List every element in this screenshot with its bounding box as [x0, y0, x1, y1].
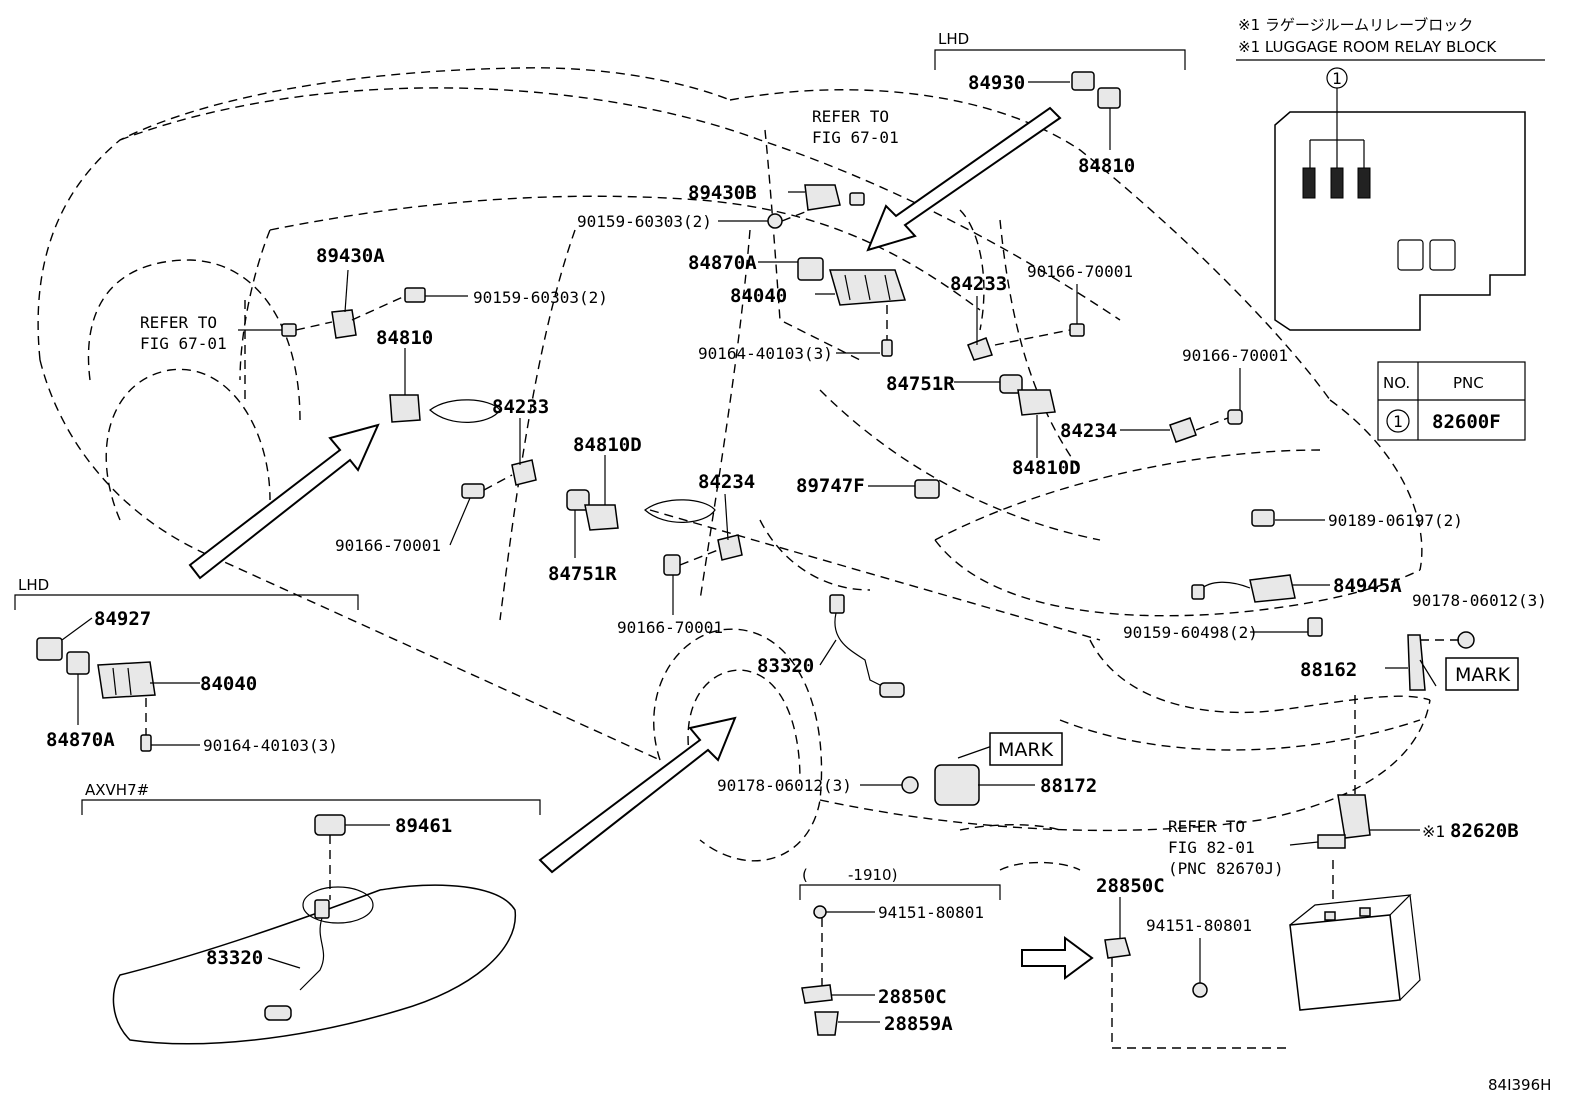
label-84930: 84930	[968, 72, 1025, 94]
relay-block-title-en: ※1 LUGGAGE ROOM RELAY BLOCK	[1238, 38, 1497, 56]
label-90166-70001-a: 90166-70001	[1027, 262, 1133, 281]
label-84945A: 84945A	[1333, 575, 1402, 597]
arrow-right-battery	[1021, 936, 1094, 980]
label-88172: 88172	[1040, 775, 1097, 797]
axvh7-label: AXVH7#	[85, 781, 149, 799]
refer-fig82: REFER TO FIG 82-01 (PNC 82670J)	[1168, 817, 1284, 878]
pnc-col-no: NO.	[1383, 374, 1410, 392]
label-90164-40103-left: 90164-40103(3)	[203, 736, 338, 755]
label-84751R-right: 84751R	[886, 373, 955, 395]
pointer-arrows	[188, 106, 1094, 980]
label-84751R-left: 84751R	[548, 563, 617, 585]
label-90159-60303-left: 90159-60303(2)	[473, 288, 608, 307]
label-90166-70001-d: 90166-70001	[617, 618, 723, 637]
group-brackets	[14, 49, 1186, 900]
label-84233-left: 84233	[492, 396, 549, 418]
label-83320-car: 83320	[757, 655, 814, 677]
arrow-bottom-up	[538, 716, 737, 874]
svg-text:MARK: MARK	[998, 739, 1054, 761]
label-90159-60303-top: 90159-60303(2)	[577, 212, 712, 231]
label-83320-tank: 83320	[206, 947, 263, 969]
relay-block-title-jp: ※1 ラゲージルームリレーブロック	[1238, 16, 1473, 34]
car-body-outline	[37, 67, 1431, 871]
label-94151-80801-a: 94151-80801	[878, 903, 984, 922]
pnc-table: NO. PNC 1 82600F	[1377, 361, 1526, 441]
label-89430A: 89430A	[316, 245, 385, 267]
label-84040-top: 84040	[730, 285, 787, 307]
label-84234-left: 84234	[698, 471, 755, 493]
label-90166-70001-b: 90166-70001	[1182, 346, 1288, 365]
label-88162: 88162	[1300, 659, 1357, 681]
svg-text:FIG 67-01: FIG 67-01	[140, 334, 227, 353]
label-84234-right: 84234	[1060, 420, 1117, 442]
label-90178-06012-left: 90178-06012(3)	[717, 776, 852, 795]
refer-fig67-left: REFER TO FIG 67-01	[140, 313, 227, 353]
pnc-row-value: 82600F	[1432, 411, 1501, 433]
label-84870A-left: 84870A	[46, 729, 115, 751]
pnc-col-pnc: PNC	[1453, 374, 1484, 392]
label-84040-left: 84040	[200, 673, 257, 695]
svg-text:REFER TO: REFER TO	[1168, 817, 1245, 836]
svg-text:FIG 82-01: FIG 82-01	[1168, 838, 1255, 857]
part-icons	[36, 71, 1475, 1049]
svg-text:MARK: MARK	[1455, 664, 1511, 686]
label-90159-60498: 90159-60498(2)	[1123, 623, 1258, 642]
label-90178-06012-right: 90178-06012(3)	[1412, 591, 1547, 610]
refer-fig67-top: REFER TO FIG 67-01	[812, 107, 899, 147]
label-82620B: 82620B	[1450, 820, 1519, 842]
label-84927: 84927	[94, 608, 151, 630]
label-28850C-b: 28850C	[1096, 875, 1165, 897]
mark-box-right: MARK	[1445, 657, 1519, 691]
svg-text:REFER TO: REFER TO	[140, 313, 217, 332]
label-90164-40103-top: 90164-40103(3)	[698, 344, 833, 363]
part-labels: 84930 84810 89430B 90159-60303(2) 84870A…	[46, 72, 1547, 1035]
label-84870A-top: 84870A	[688, 252, 757, 274]
battery-ref-mark: ※1	[1422, 822, 1445, 841]
relay-callout-number: 1	[1332, 69, 1342, 88]
label-28859A: 28859A	[884, 1013, 953, 1035]
mark-box-center: MARK	[989, 732, 1063, 766]
label-89461: 89461	[395, 815, 452, 837]
arrow-top-down	[866, 106, 1062, 252]
lhd-top-label: LHD	[938, 30, 969, 48]
label-84810-top: 84810	[1078, 155, 1135, 177]
relay-block-inset: ※1 ラゲージルームリレーブロック ※1 LUGGAGE ROOM RELAY …	[1236, 16, 1545, 331]
label-84810D-left: 84810D	[573, 434, 642, 456]
label-84233-right: 84233	[950, 273, 1007, 295]
lhd-left-label: LHD	[18, 576, 49, 594]
label-84810-left: 84810	[376, 327, 433, 349]
svg-text:(PNC 82670J): (PNC 82670J)	[1168, 859, 1284, 878]
date-range-label: (-1910)	[802, 866, 897, 884]
label-90166-70001-c: 90166-70001	[335, 536, 441, 555]
label-94151-80801-b: 94151-80801	[1146, 916, 1252, 935]
leader-lines	[61, 81, 1437, 1023]
label-89747F: 89747F	[796, 475, 865, 497]
pnc-row-no: 1	[1393, 412, 1403, 431]
label-84810D-right: 84810D	[1012, 457, 1081, 479]
diagram-id: 84I396H	[1488, 1076, 1551, 1094]
label-89430B: 89430B	[688, 182, 757, 204]
svg-text:REFER TO: REFER TO	[812, 107, 889, 126]
label-28850C-a: 28850C	[878, 986, 947, 1008]
label-90189-06197: 90189-06197(2)	[1328, 511, 1463, 530]
svg-text:FIG 67-01: FIG 67-01	[812, 128, 899, 147]
arrow-left-up	[188, 423, 380, 580]
